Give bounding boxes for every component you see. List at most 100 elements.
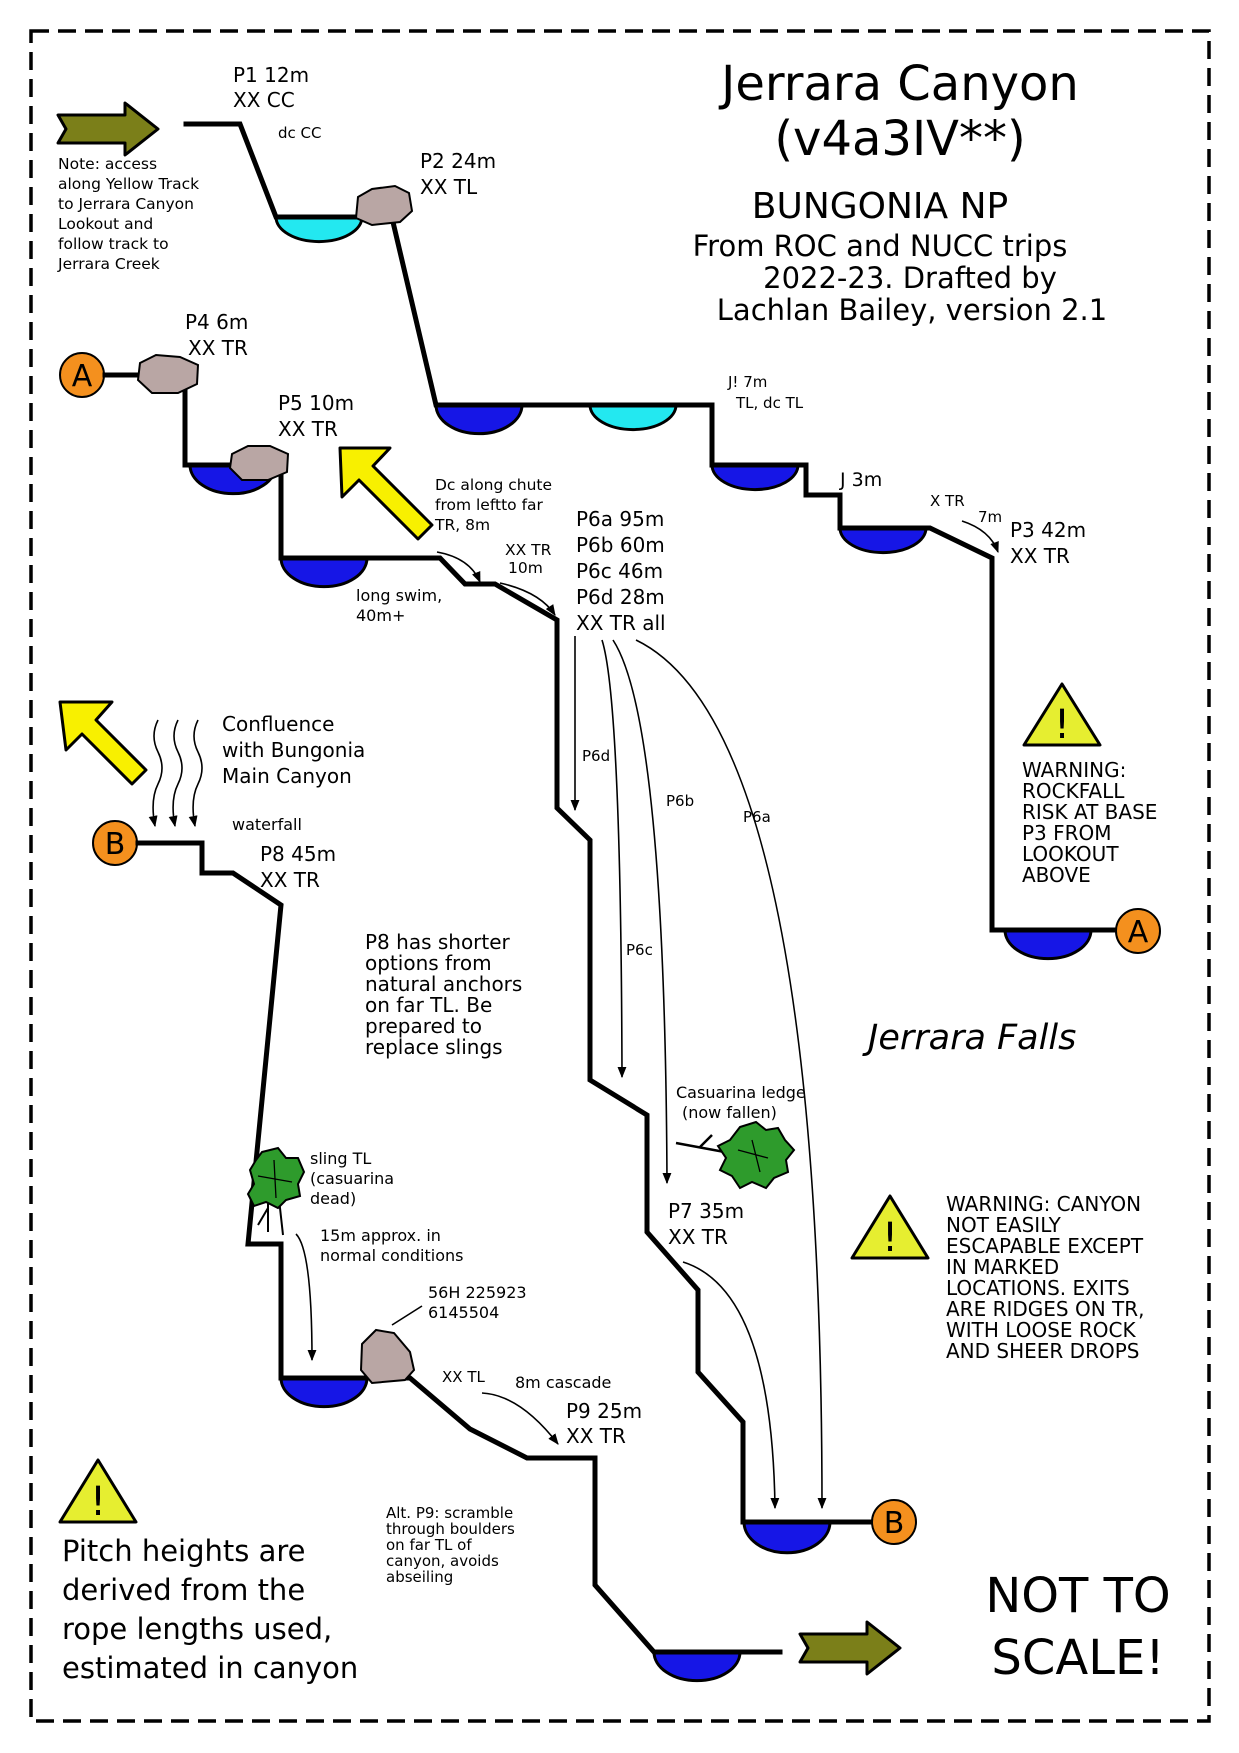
- chute-arrow: [436, 551, 481, 584]
- p7-anchor: XX TR: [668, 1225, 728, 1249]
- svg-text:on far TL of: on far TL of: [386, 1536, 472, 1554]
- exit-route-arrow-icon: [338, 446, 434, 541]
- svg-text:WITH LOOSE ROCK: WITH LOOSE ROCK: [946, 1318, 1136, 1342]
- rope-p6b-label: P6b: [666, 792, 694, 810]
- p1-note: dc CC: [278, 124, 321, 142]
- svg-text:ARE RIDGES ON TR,: ARE RIDGES ON TR,: [946, 1297, 1145, 1321]
- title-line1: Jerrara Canyon: [718, 56, 1079, 112]
- svg-text:!: !: [1054, 702, 1070, 748]
- svg-text:WARNING: CANYON: WARNING: CANYON: [946, 1192, 1141, 1216]
- svg-text:NOT TO: NOT TO: [985, 1568, 1170, 1624]
- warning-icon: [58, 1458, 138, 1524]
- not-to-scale: NOT TO SCALE!: [985, 1568, 1170, 1686]
- rope-p6d-label: P6d: [582, 747, 610, 765]
- p3-xtr: X TR: [930, 492, 965, 510]
- svg-text:along Yellow Track: along Yellow Track: [58, 175, 199, 193]
- confluence-note: Confluence with Bungonia Main Canyon: [222, 712, 365, 788]
- rockfall-warning: ! WARNING: ROCKFALL RISK AT BASE P3 FROM…: [1022, 682, 1157, 887]
- svg-text:(casuarina: (casuarina: [310, 1169, 394, 1188]
- svg-text:options from: options from: [365, 951, 492, 975]
- pool-p2b: [588, 403, 678, 432]
- p3-name: P3 42m: [1010, 518, 1086, 542]
- pool-j3: [838, 526, 928, 555]
- rope-p6c: [601, 639, 627, 1079]
- title-line2: (v4a3IV**): [774, 111, 1025, 167]
- svg-text:A: A: [1128, 915, 1149, 950]
- svg-text:Casuarina ledge: Casuarina ledge: [676, 1083, 806, 1102]
- svg-text:RISK AT BASE: RISK AT BASE: [1022, 800, 1157, 824]
- waterfall-label: waterfall: [232, 815, 302, 834]
- credit-line1: From ROC and NUCC trips: [693, 229, 1068, 263]
- warning-icon: [850, 1194, 930, 1260]
- sling-note: sling TL (casuarina dead): [310, 1149, 394, 1208]
- rock-p5: [228, 445, 290, 481]
- svg-text:from leftto far: from leftto far: [435, 496, 544, 514]
- p9-cascade-arrow: [481, 1392, 559, 1445]
- rope-p6b: [612, 639, 672, 1185]
- rope-p8-short: [295, 1233, 317, 1362]
- svg-text:P8 has shorter: P8 has shorter: [365, 930, 511, 954]
- p3-anchor: XX TR: [1010, 544, 1070, 568]
- fallen-tree-icon: [675, 1120, 796, 1190]
- pool-p2a: [434, 403, 524, 436]
- p4-anchor: XX TR: [188, 336, 248, 360]
- svg-text:through boulders: through boulders: [386, 1520, 515, 1538]
- rope-p6a-label: P6a: [743, 808, 771, 826]
- svg-text:10m: 10m: [508, 559, 543, 577]
- svg-text:LOCATIONS. EXITS: LOCATIONS. EXITS: [946, 1276, 1130, 1300]
- xxtr10-note: XX TR 10m: [505, 541, 552, 577]
- exit-arrow-icon: [798, 1620, 902, 1676]
- svg-text:follow track to: follow track to: [58, 235, 169, 253]
- p9-name: P9 25m: [566, 1399, 642, 1423]
- rock-p8: [359, 1328, 416, 1385]
- pool-p7: [742, 1520, 832, 1555]
- rock-p4: [136, 353, 200, 394]
- svg-text:canyon, avoids: canyon, avoids: [386, 1552, 499, 1570]
- svg-text:P6b 60m: P6b 60m: [576, 533, 665, 557]
- svg-text:Alt. P9: scramble: Alt. P9: scramble: [386, 1504, 513, 1522]
- grid-ref-note: 56H 225923 6145504: [428, 1283, 527, 1322]
- credit-line3: Lachlan Bailey, version 2.1: [717, 293, 1107, 327]
- svg-text:Pitch heights are: Pitch heights are: [62, 1534, 305, 1568]
- connector-a-start: A: [59, 352, 105, 398]
- rope-p6a: [635, 639, 827, 1510]
- j7-name: J! 7m: [727, 373, 767, 391]
- p5-name: P5 10m: [278, 391, 354, 415]
- svg-text:SCALE!: SCALE!: [991, 1630, 1164, 1686]
- title-block: Jerrara Canyon (v4a3IV**) BUNGONIA NP Fr…: [693, 56, 1108, 327]
- svg-text:WARNING:: WARNING:: [1022, 758, 1126, 782]
- svg-text:15m approx. in: 15m approx. in: [320, 1226, 441, 1245]
- svg-text:replace slings: replace slings: [365, 1035, 503, 1059]
- entry-arrow-icon: [56, 101, 160, 157]
- p6-labels: P6a 95m P6b 60m P6c 46m P6d 28m XX TR al…: [576, 507, 666, 635]
- pool-p5: [279, 556, 369, 589]
- rope-p7: [682, 1261, 780, 1510]
- svg-text:sling TL: sling TL: [310, 1149, 371, 1168]
- svg-text:Confluence: Confluence: [222, 712, 334, 736]
- svg-text:P6a 95m: P6a 95m: [576, 507, 664, 531]
- svg-text:dead): dead): [310, 1189, 356, 1208]
- svg-text:rope lengths used,: rope lengths used,: [62, 1612, 332, 1646]
- connector-b-end: B: [871, 1499, 917, 1545]
- svg-text:P3 FROM: P3 FROM: [1022, 821, 1112, 845]
- confluence-arrow-icon: [58, 700, 148, 786]
- p1-anchor: XX CC: [233, 88, 295, 112]
- casuarina-note: Casuarina ledge (now fallen): [676, 1083, 806, 1122]
- svg-text:XX TR: XX TR: [505, 541, 552, 559]
- p3-xtr-len: 7m: [978, 508, 1002, 526]
- svg-text:56H 225923: 56H 225923: [428, 1283, 527, 1302]
- approx-note: 15m approx. in normal conditions: [320, 1226, 463, 1265]
- rope-p6c-label: P6c: [626, 941, 653, 959]
- svg-text:estimated in canyon: estimated in canyon: [62, 1651, 358, 1685]
- svg-text:Main Canyon: Main Canyon: [222, 764, 352, 788]
- swim-note: long swim, 40m+: [356, 586, 442, 625]
- pool-p9: [652, 1650, 742, 1683]
- svg-text:AND SHEER DROPS: AND SHEER DROPS: [946, 1339, 1139, 1363]
- svg-text:with Bungonia: with Bungonia: [222, 738, 365, 762]
- svg-text:IN MARKED: IN MARKED: [946, 1255, 1059, 1279]
- pool-p1: [274, 215, 364, 244]
- chute-note: Dc along chute from leftto far TR, 8m: [434, 476, 552, 534]
- svg-text:Note: access: Note: access: [58, 155, 157, 173]
- p8-anchor: XX TR: [260, 868, 320, 892]
